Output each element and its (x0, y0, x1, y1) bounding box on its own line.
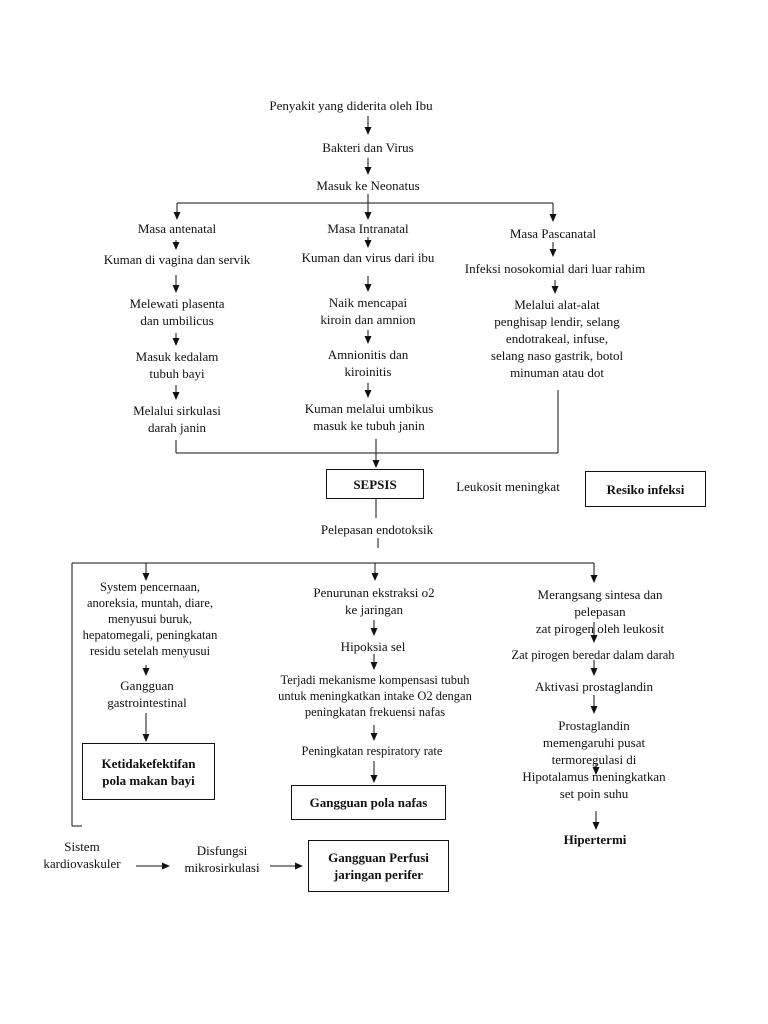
node-disease: Penyakit yang diderita oleh Ibu (269, 98, 433, 113)
arrowhead (172, 338, 180, 346)
arrowhead (142, 668, 150, 676)
intranatal-title: Masa Intranatal (327, 221, 409, 236)
antenatal-title: Masa antenatal (137, 221, 217, 236)
node-agent: Bakteri dan Virus (322, 140, 414, 155)
left-step-2: Gangguan gastrointestinal (107, 678, 187, 710)
mikrosirkulasi-label: Disfungsi mikrosirkulasi (184, 843, 260, 875)
line-group (71, 116, 597, 867)
arrowhead (172, 392, 180, 400)
arrowhead (172, 242, 180, 250)
arrowhead (549, 214, 557, 222)
intranatal-step-4: Kuman melalui umbikus masuk ke tubuh jan… (304, 401, 434, 433)
arrowhead (592, 767, 600, 775)
resiko-infeksi-box: Resiko infeksi (585, 471, 706, 507)
center-step-3: Terjadi mekanisme kompensasi tubuh untuk… (278, 673, 472, 719)
antenatal-step-4: Melalui sirkulasi darah janin (133, 403, 221, 435)
arrowhead (370, 662, 378, 670)
gangguan-pola-nafas-box: Gangguan pola nafas (291, 785, 446, 820)
right-step-3: Aktivasi prostaglandin (534, 679, 654, 694)
arrowhead (590, 635, 598, 643)
intranatal-step-2: Naik mencapai kiroin dan amnion (320, 295, 416, 327)
pascanatal-step-2: Melalui alat-alat penghisap lendir, sela… (490, 297, 624, 380)
antenatal-step-3: Masuk kedalam tubuh bayi (135, 349, 219, 381)
arrowhead (551, 286, 559, 294)
intranatal-step-3: Amnionitis dan kiroinitis (327, 347, 409, 379)
arrowhead (142, 734, 150, 742)
arrowhead (172, 285, 180, 293)
arrowhead (372, 460, 380, 468)
arrowhead (364, 240, 372, 248)
arrowhead (370, 628, 378, 636)
sepsis-box: SEPSIS (326, 469, 424, 499)
arrowhead (371, 573, 379, 581)
antenatal-step-2: Melewati plasenta dan umbilicus (129, 296, 225, 328)
kardiovaskuler-label: Sistem kardiovaskuler (43, 839, 121, 871)
right-step-1: Merangsang sintesa dan pelepasan zat pir… (535, 587, 665, 636)
pascanatal-title: Masa Pascanatal (509, 226, 597, 241)
right-step-2: Zat pirogen beredar dalam darah (511, 648, 675, 662)
hipertermi-label: Hipertermi (563, 832, 627, 847)
leukosit-label: Leukosit meningkat (456, 479, 560, 494)
ketidakefektifan-box: Ketidakefektifan pola makan bayi (82, 743, 215, 800)
arrowhead (590, 706, 598, 714)
gangguan-perfusi-box: Gangguan Perfusi jaringan perifer (308, 840, 449, 892)
arrowhead (549, 249, 557, 257)
center-step-4: Peningkatan respiratory rate (301, 744, 443, 758)
center-step-2: Hipoksia sel (340, 639, 406, 654)
arrowhead-group (142, 127, 600, 870)
arrowhead (142, 573, 150, 581)
arrowhead (173, 212, 181, 220)
arrowhead (590, 575, 598, 583)
arrowhead (364, 284, 372, 292)
center-step-1: Penurunan ekstraksi o2 ke jaringan (313, 585, 435, 617)
arrowhead (370, 733, 378, 741)
arrowhead (162, 862, 170, 870)
arrowhead (295, 862, 303, 870)
endotoksik-label: Pelepasan endotoksik (320, 522, 434, 537)
arrowhead (364, 127, 372, 135)
arrowhead (364, 390, 372, 398)
arrowhead (592, 822, 600, 830)
arrowhead (364, 167, 372, 175)
arrowhead (370, 775, 378, 783)
pascanatal-step-1: Infeksi nosokomial dari luar rahim (464, 261, 646, 276)
intranatal-step-1: Kuman dan virus dari ibu (301, 250, 435, 265)
arrowhead (364, 336, 372, 344)
node-entry: Masuk ke Neonatus (316, 178, 420, 193)
right-step-4: Prostaglandin memengaruhi pusat termoreg… (522, 718, 666, 801)
arrowhead (590, 668, 598, 676)
antenatal-step-1: Kuman di vagina dan servik (103, 252, 251, 267)
arrowhead (364, 212, 372, 220)
left-step-1: System pencernaan, anoreksia, muntah, di… (82, 580, 218, 658)
